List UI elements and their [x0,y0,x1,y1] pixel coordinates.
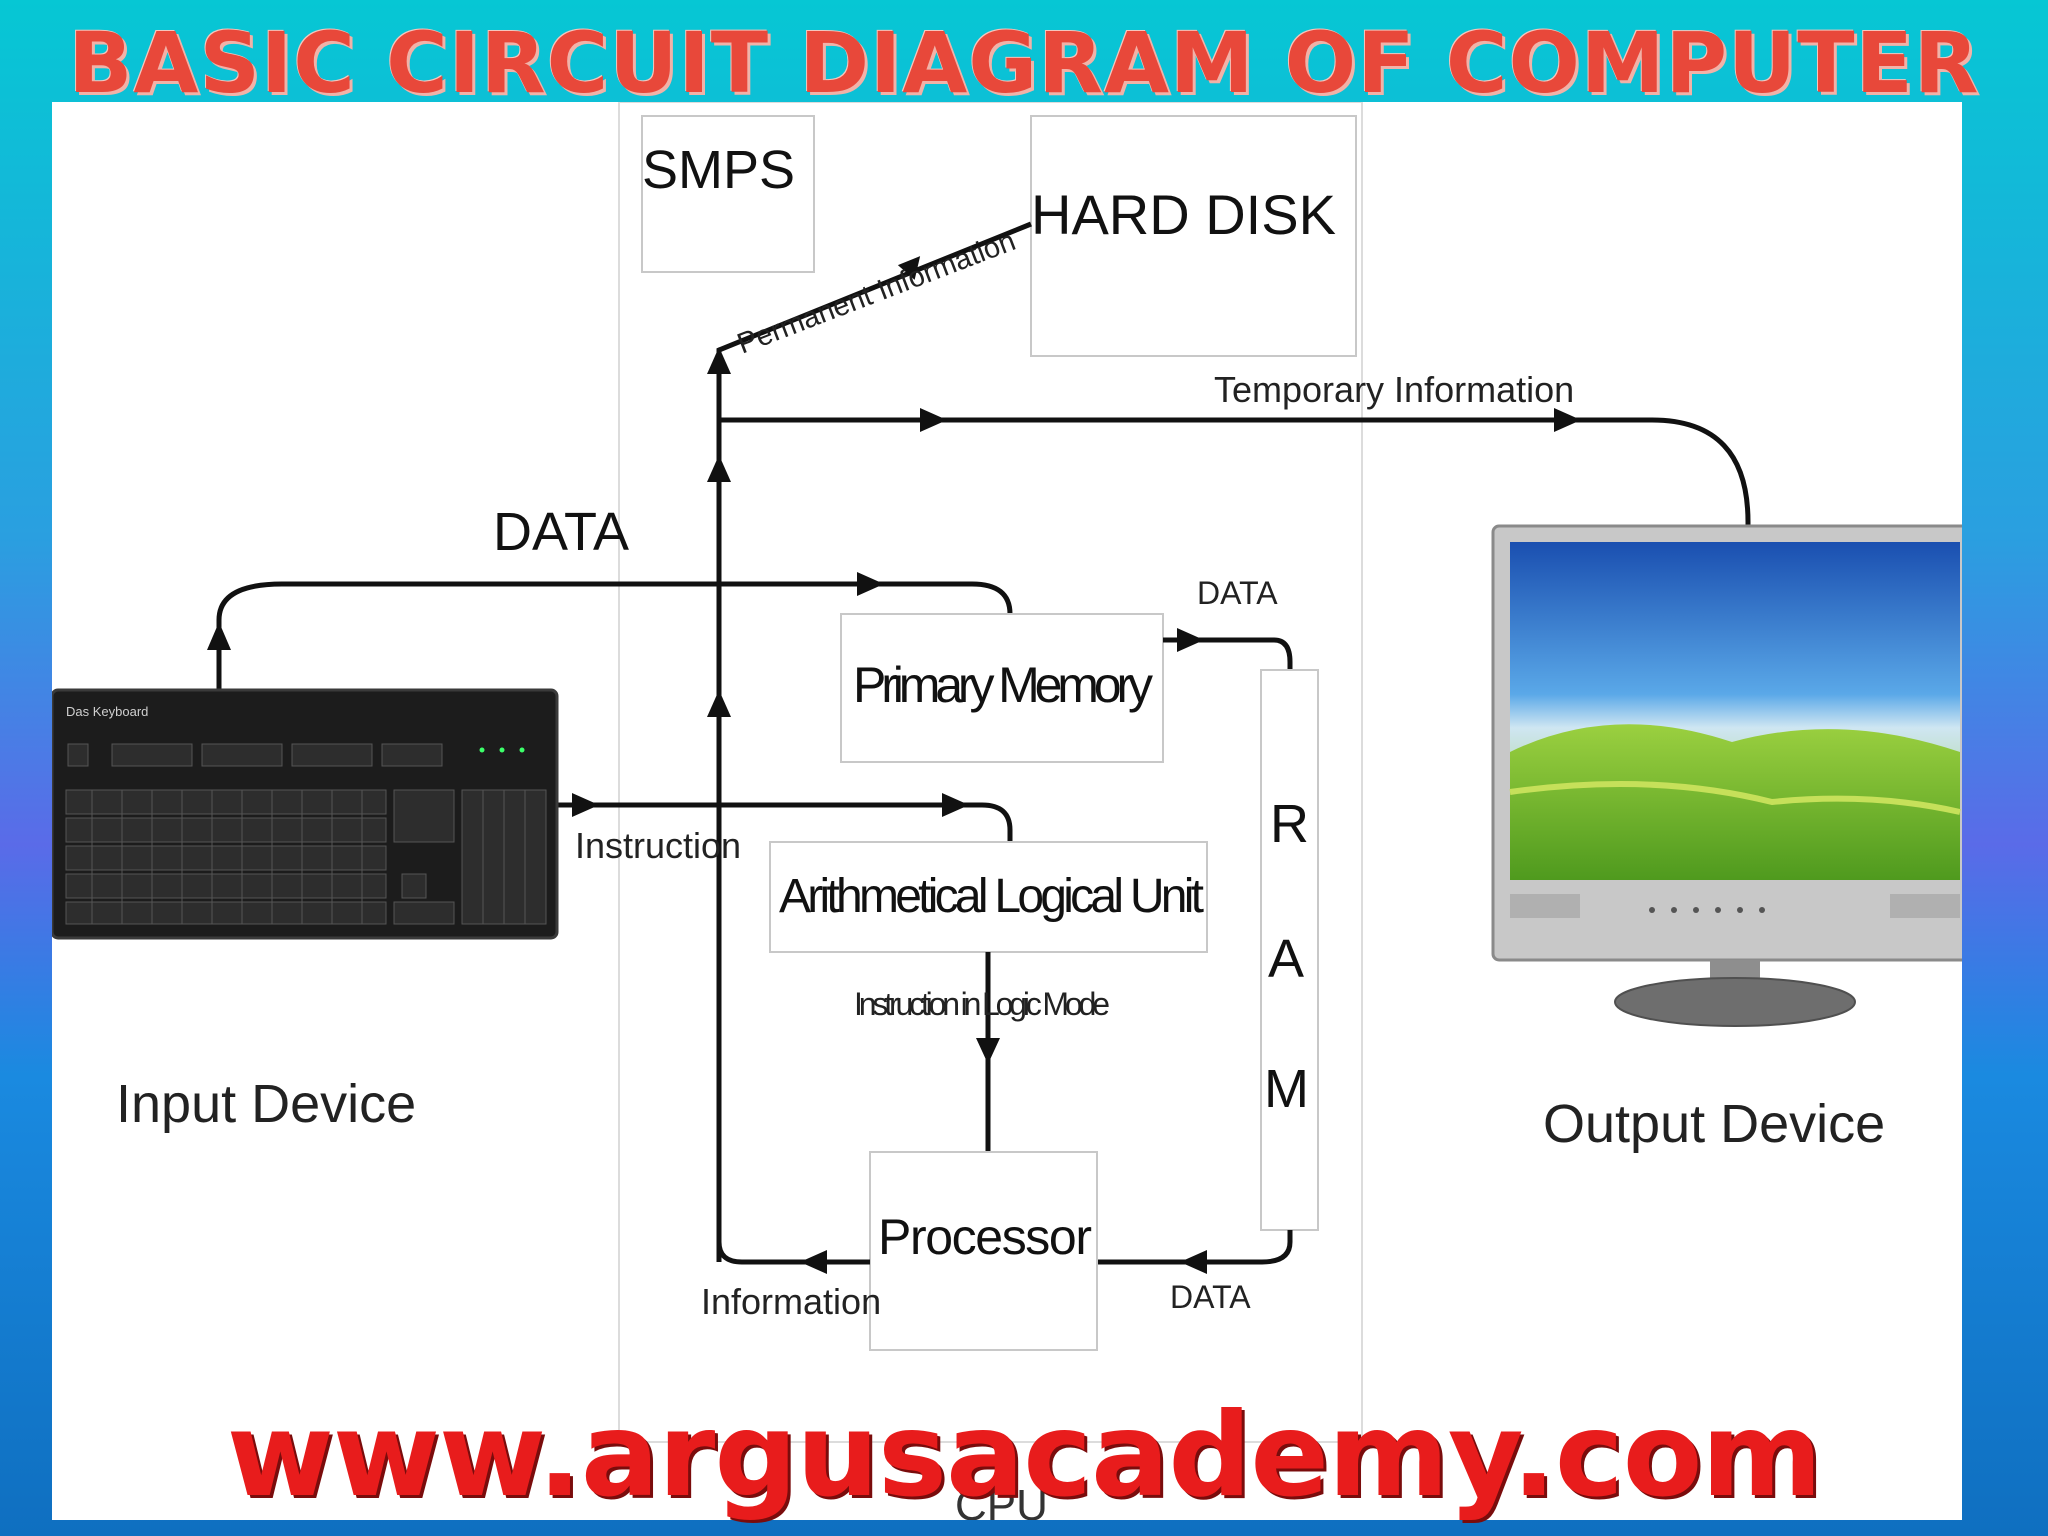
smps-box [641,115,815,273]
hard-disk-label: HARD DISK [1031,183,1336,246]
hard-disk-box [1030,115,1357,357]
keyboard-image: Das Keyboard [52,688,559,940]
cpu-partial-label: CPU [955,1481,1048,1520]
instruction-label: Instruction [575,825,741,866]
data-ram-out-label: DATA [1170,1279,1251,1315]
primary-memory-box [840,613,1164,763]
instruction-arrow-1 [572,793,599,817]
memory-to-ram-line [1163,637,1293,670]
data-main-label: DATA [493,502,629,562]
data-arrow-up [207,622,231,650]
ram-letter-a: A [1268,929,1304,989]
page-title: BASIC CIRCUIT DIAGRAM OF COMPUTER [68,14,1980,112]
bus-arrow-2 [707,455,731,482]
processor-to-bus-line [716,1241,870,1265]
ram-letter-m: M [1264,1059,1309,1119]
ram-letter-r: R [1270,794,1309,854]
permanent-arrow [897,256,921,280]
primary-memory-label: Primary Memory [853,657,1153,713]
instruction-line [557,802,1013,842]
cpu-cabinet-outline [618,102,1363,1443]
instruction-arrow-2 [942,793,969,817]
data-arrow-right [857,572,884,596]
ram-box [1260,669,1319,1231]
alu-to-processor-arrow [976,1038,1000,1064]
alu-box [769,841,1208,953]
input-device-label: Input Device [116,1074,416,1134]
keyboard-brand-label: Das Keyboard [66,704,148,719]
smps-label: SMPS [642,140,795,200]
memory-to-ram-arrow [1177,628,1204,652]
temporary-information-label: Temporary Information [1214,369,1574,410]
ram-to-processor-line [1097,1230,1293,1265]
information-arrow [800,1250,827,1274]
bus-arrow-1 [707,690,731,717]
diagram-canvas: CPU SMPS HARD DISK Permanent Information… [52,102,1962,1520]
data-line [216,581,1013,690]
ram-to-processor-arrow [1180,1250,1207,1274]
information-label: Information [701,1281,881,1322]
data-ram-in-label: DATA [1197,575,1278,611]
processor-label: Processor [878,1209,1092,1265]
temporary-information-line [719,417,1751,526]
instruction-logic-mode-label: Instruction in Logic Mode [854,986,1110,1022]
temporary-arrow-2 [1554,408,1581,432]
output-device-label: Output Device [1543,1094,1885,1154]
temporary-arrow-1 [920,408,947,432]
footer-url: www.argusacademy.com [226,1388,1823,1523]
alu-label: Arithmetical Logical Unit [779,870,1204,923]
circuit-diagram: CPU SMPS HARD DISK Permanent Information… [52,102,1962,1520]
monitor-image [1491,524,1962,1027]
bus-arrow-3 [707,347,731,374]
processor-box [869,1151,1098,1351]
